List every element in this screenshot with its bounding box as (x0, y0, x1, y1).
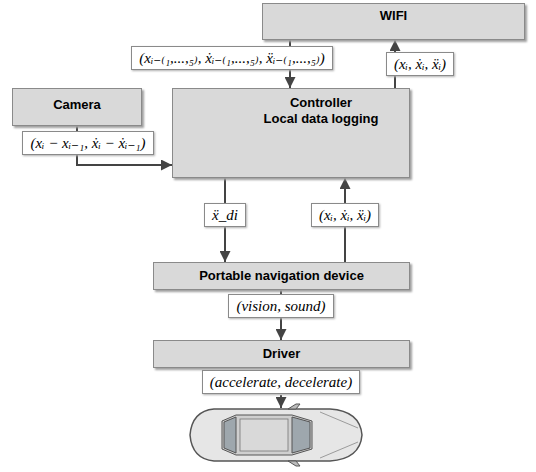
box-label: Local data logging (264, 111, 379, 127)
car-rear-window (224, 417, 236, 453)
car-body (190, 409, 362, 461)
car-windshield (292, 417, 310, 453)
process-box: Camera (12, 88, 142, 126)
car-cabin (222, 415, 312, 455)
control-arrow (280, 395, 282, 408)
box-label: Portable navigation device (199, 268, 364, 284)
process-box: Portable navigation device (153, 262, 410, 290)
signal-label: (vision, sound) (228, 294, 333, 318)
car-hood-line (320, 442, 358, 458)
process-box: Driver (153, 340, 410, 368)
signal-label: (xᵢ₋₍₁,...,₅₎, ẋᵢ₋₍₁,...,₅₎, ẍᵢ₋₍₁,...,… (131, 46, 332, 70)
box-label: Controller (290, 95, 352, 111)
car-mirror (288, 461, 300, 466)
box-label: WIFI (380, 8, 407, 24)
car-mirror (288, 404, 300, 409)
signal-label: (xᵢ − xᵢ₋₁, ẋᵢ − ẋᵢ₋₁) (22, 131, 153, 155)
car-hood-line (320, 412, 358, 428)
signal-label: (accelerate, decelerate) (202, 370, 360, 394)
signal-label: ẍ_di (204, 203, 246, 227)
box-label: Camera (53, 97, 101, 113)
connector-group (77, 40, 395, 340)
process-box: ControllerLocal data logging (172, 88, 410, 178)
box-label: Driver (263, 346, 301, 362)
car-roof (240, 419, 288, 451)
car-illustration (190, 404, 362, 466)
signal-label: (xᵢ, ẋᵢ, ẍᵢ) (386, 52, 454, 76)
signal-label: (xᵢ, ẋᵢ, ẍᵢ) (311, 203, 379, 227)
process-box: WIFI (262, 3, 525, 40)
